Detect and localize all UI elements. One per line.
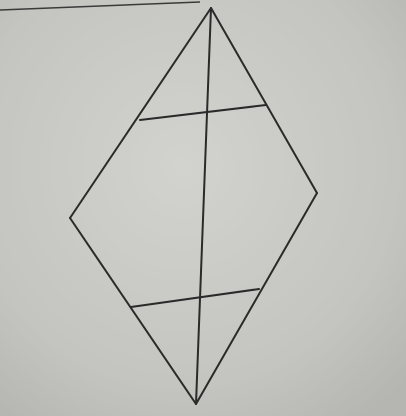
edge-bottom-left	[69, 217, 197, 405]
diagonal-top-to-bottom	[195, 7, 212, 405]
edge-top-right	[210, 7, 318, 194]
upper-chord	[139, 104, 267, 121]
edge-top-left	[69, 7, 212, 219]
edge-bottom-right	[195, 192, 318, 405]
lower-chord	[130, 288, 260, 308]
page-edge-line	[0, 1, 201, 11]
